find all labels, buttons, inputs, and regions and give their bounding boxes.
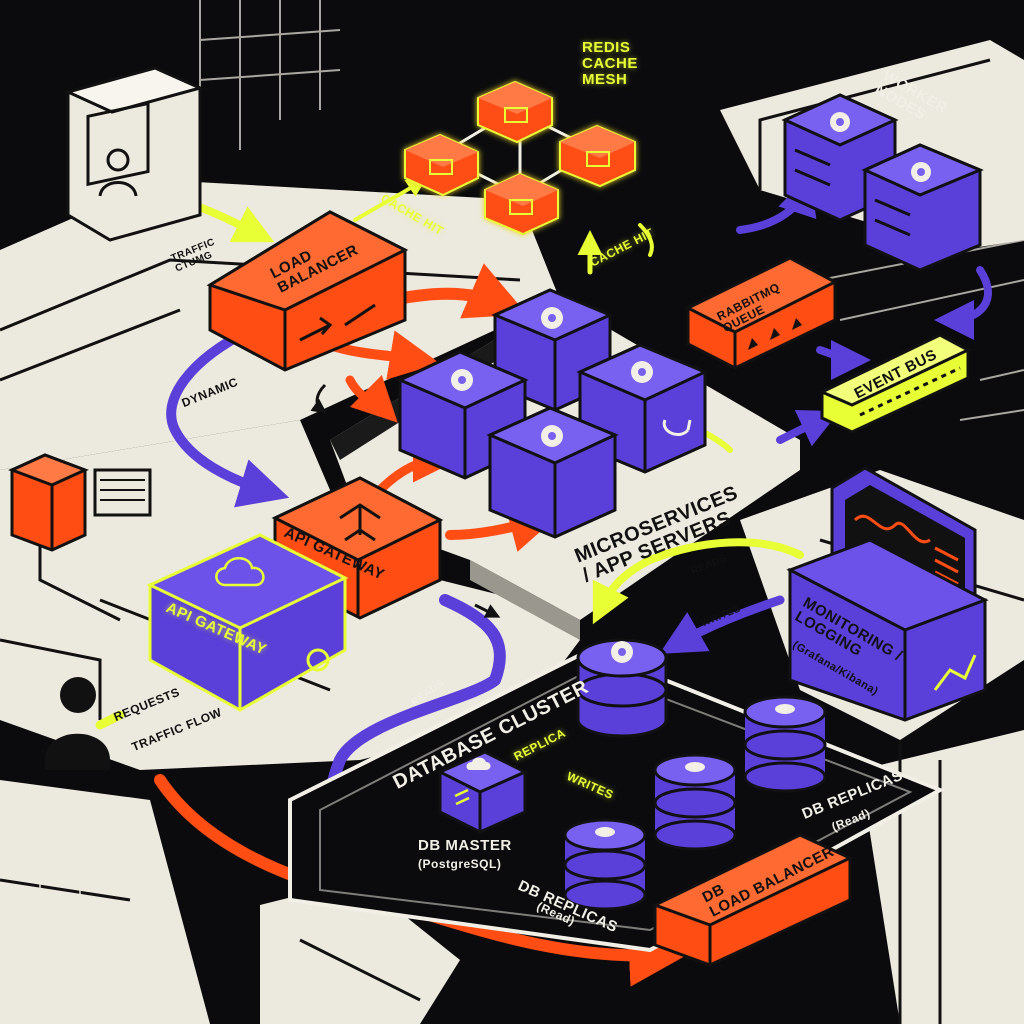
cache-node [559, 124, 636, 188]
redis-cache-mesh-label: REDIS CACHE MESH [582, 39, 638, 88]
cache-node [484, 172, 559, 236]
refresh-icon [306, 648, 330, 672]
db-replica-cylinder [743, 695, 827, 793]
user-icon [98, 148, 138, 197]
rabbitmq-queue-block [684, 256, 839, 370]
db-replica-cylinder [563, 818, 647, 911]
cloud-icon [215, 557, 265, 587]
cache-node [477, 80, 553, 144]
microservices-cluster [396, 288, 709, 539]
cache-node [404, 133, 479, 197]
recycle-icon [662, 419, 692, 436]
ground-arrows [310, 383, 501, 618]
split-arrows-icon [299, 303, 376, 342]
user-terminal-building [63, 66, 205, 242]
gear-icon [451, 307, 653, 447]
db-load-balancer-block [651, 833, 854, 967]
db-master-sub-label: (PostgreSQL) [418, 857, 502, 871]
redis-cache-mesh [404, 80, 636, 236]
orange-tower [8, 453, 152, 552]
monitoring-station [786, 466, 989, 722]
split-arrows-icon [339, 503, 381, 542]
client-user-icon [45, 677, 110, 770]
db-master-stack [576, 638, 668, 738]
db-master-label: DB MASTER [418, 837, 512, 854]
worker-nodes [781, 93, 984, 272]
gear-icon [611, 641, 633, 663]
event-bus-block [818, 333, 972, 434]
gear-icon [830, 112, 931, 182]
load-balancer-block [206, 210, 409, 372]
client-api-gateway-block [146, 533, 349, 712]
db-master-box [436, 750, 529, 834]
db-replica-cylinder [653, 753, 737, 851]
connection-pipes [95, 174, 992, 987]
